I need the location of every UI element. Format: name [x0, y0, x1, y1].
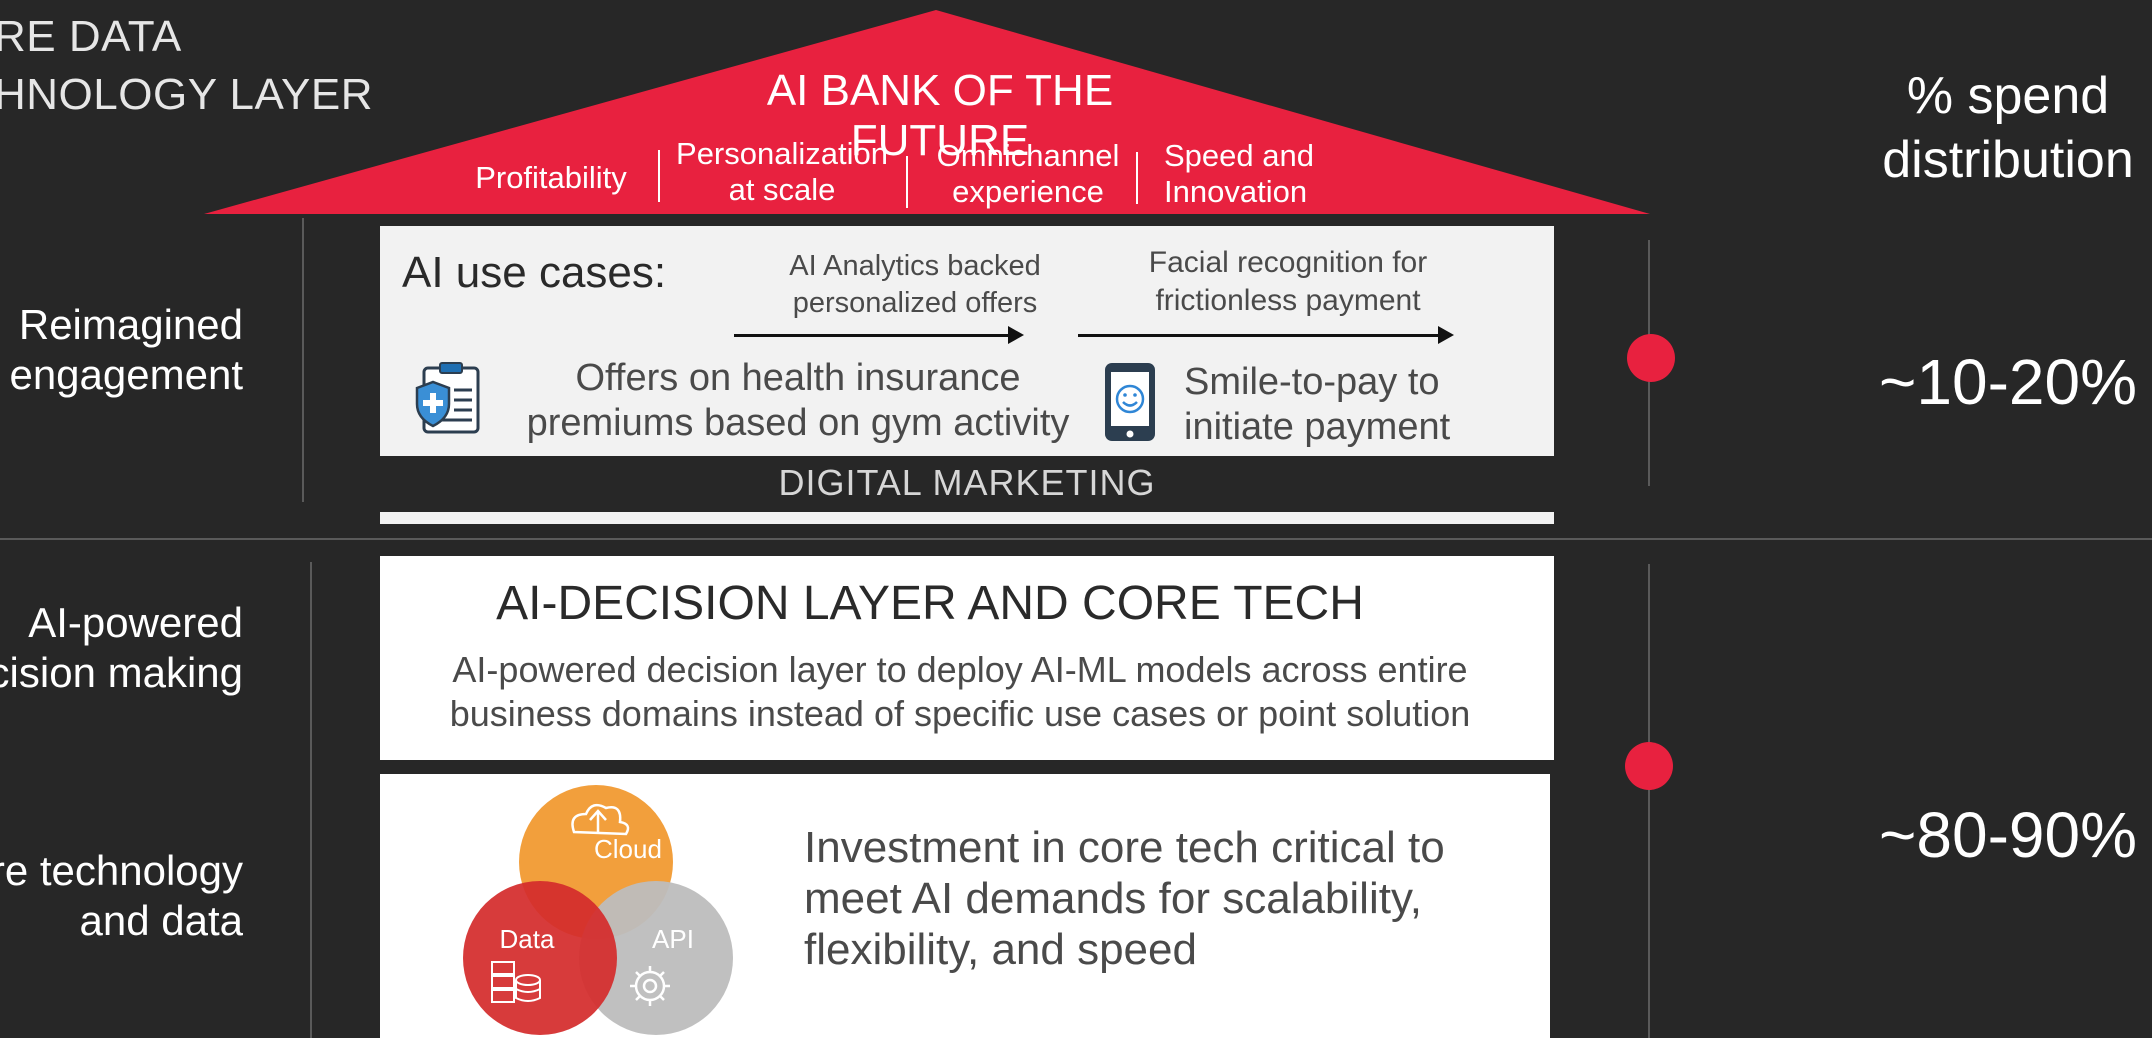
roof-triangle	[204, 10, 1650, 214]
pillar-speed: Speed and Innovation	[1150, 138, 1344, 210]
pillar-label-line2: at scale	[728, 172, 836, 207]
label-line1: re technology	[0, 847, 243, 894]
database-icon	[491, 961, 541, 1003]
gear-icon	[630, 966, 670, 1006]
spend-value-engagement: ~10-20%	[1879, 346, 2137, 418]
pillar-label: Profitability	[475, 160, 627, 195]
core-tech-panel: Cloud Data API Investment in core tech c…	[380, 774, 1550, 1038]
spend-heading-line2: distribution	[1882, 131, 2134, 189]
decision-layer-title: AI-DECISION LAYER AND CORE TECH	[496, 577, 1364, 630]
use-cases-heading: AI use cases:	[402, 248, 667, 297]
arrow-head	[1438, 326, 1454, 344]
header-line2: personalized offers	[792, 287, 1038, 319]
right-vertical-divider-bottom	[1648, 564, 1650, 1038]
digital-marketing-label: DIGITAL MARKETING	[778, 462, 1156, 503]
left-vertical-divider-bottom	[310, 562, 312, 1038]
venn-circle-api	[579, 881, 733, 1035]
pillar-label-line1: Speed and	[1164, 138, 1314, 173]
use-case-2-header: Facial recognition for frictionless paym…	[1088, 244, 1488, 320]
smartphone-smile-icon	[1105, 363, 1155, 441]
label-line1: AI-powered	[28, 599, 243, 646]
pillar-omnichannel: Omnichannel experience	[920, 138, 1136, 210]
label-line2: cision making	[0, 649, 243, 696]
header-line1: AI Analytics backed	[789, 250, 1041, 282]
pillar-label-line1: Omnichannel	[936, 138, 1120, 173]
section-title-line2: HNOLOGY LAYER	[0, 70, 373, 119]
description-line2: business domains instead of specific use…	[449, 693, 1471, 734]
description-line2: premiums based on gym activity	[526, 402, 1070, 444]
digital-marketing-bar	[380, 512, 1554, 524]
spend-marker-core	[1625, 742, 1673, 790]
pillar-label-line2: Innovation	[1164, 174, 1308, 209]
description-line1: Smile-to-pay to	[1184, 361, 1440, 403]
label-engagement: Reimagined engagement	[9, 300, 243, 400]
pillar-label-line1: Personalization	[676, 136, 888, 171]
label-line1: Reimagined	[18, 301, 243, 348]
spend-heading: % spend distribution	[1858, 64, 2152, 192]
pillar-separator	[658, 150, 660, 202]
roof-title: AI BANK OF THE FUTURE	[766, 66, 1114, 165]
description-line2: meet AI demands for scalability,	[804, 874, 1422, 923]
spend-marker-engagement	[1627, 334, 1675, 382]
description-line1: Offers on health insurance	[575, 357, 1021, 399]
pillar-profitability: Profitability	[466, 160, 636, 196]
spend-value-core: ~80-90%	[1879, 799, 2137, 871]
use-case-1-description: Offers on health insurance premiums base…	[490, 356, 1106, 446]
pillar-label-line2: experience	[952, 174, 1104, 209]
label-line2: engagement	[9, 351, 243, 398]
venn-label-cloud: Cloud	[594, 834, 662, 864]
insurance-clipboard-icon	[415, 362, 480, 434]
header-line1: Facial recognition for	[1148, 246, 1428, 279]
description-line3: flexibility, and speed	[804, 925, 1197, 974]
core-tech-description: Investment in core tech critical to meet…	[804, 822, 1504, 975]
label-core-technology: re technology and data	[0, 846, 243, 946]
header-line2: frictionless payment	[1155, 284, 1421, 317]
venn-label-data: Data	[499, 924, 555, 954]
venn-diagram	[463, 785, 733, 1035]
left-vertical-divider-top	[302, 218, 304, 502]
section-title: RE DATA HNOLOGY LAYER	[0, 8, 373, 124]
decision-layer-panel: AI-DECISION LAYER AND CORE TECH AI-power…	[380, 556, 1554, 760]
label-decision-making: AI-powered cision making	[0, 598, 243, 698]
spend-heading-line1: % spend	[1906, 67, 2110, 125]
decision-layer-description: AI-powered decision layer to deploy AI-M…	[380, 648, 1540, 736]
description-line2: initiate payment	[1184, 406, 1451, 448]
pillar-separator	[1136, 152, 1138, 204]
venn-circle-data	[463, 881, 617, 1035]
pillar-personalization: Personalization at scale	[672, 136, 892, 208]
use-case-2-description: Smile-to-pay to initiate payment	[1184, 360, 1504, 450]
arrow-head	[1008, 326, 1024, 344]
use-case-1-header: AI Analytics backed personalized offers	[710, 248, 1120, 322]
horizontal-section-divider	[0, 538, 2152, 540]
description-line1: AI-powered decision layer to deploy AI-M…	[452, 649, 1468, 690]
description-line1: Investment in core tech critical to	[804, 823, 1445, 872]
venn-label-api: API	[652, 924, 694, 954]
label-line2: and data	[79, 897, 244, 944]
section-title-line1: RE DATA	[0, 12, 182, 61]
cloud-upload-icon	[571, 803, 630, 836]
arrow-line	[734, 334, 1010, 337]
arrow-line	[1078, 334, 1440, 337]
use-cases-panel: AI use cases: AI Analytics backed person…	[380, 226, 1554, 456]
pillar-separator	[906, 156, 908, 208]
